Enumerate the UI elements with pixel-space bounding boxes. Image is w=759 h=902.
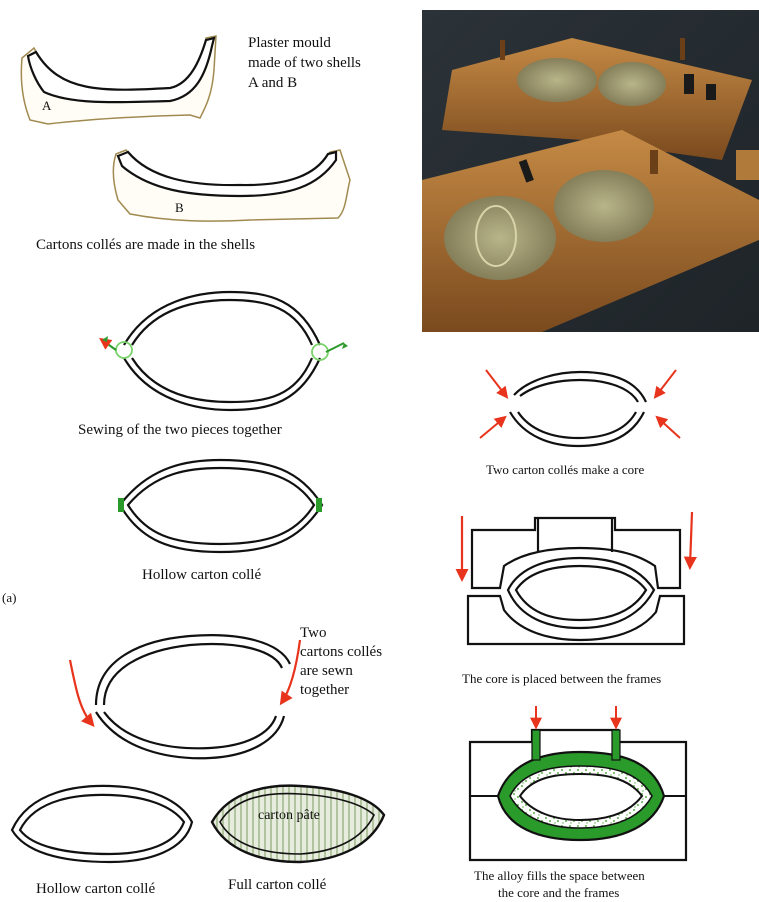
plaster-mould-line1: Plaster mould [248, 34, 331, 53]
plaster-mould-line2: made of two shells [248, 54, 361, 73]
cartons-in-shells-caption: Cartons collés are made in the shells [36, 236, 255, 255]
alloy-caption-line2: the core and the frames [498, 883, 619, 902]
sewn-line4: together [300, 681, 349, 700]
shell-b-label: B [175, 198, 184, 217]
hollow-carton-1 [118, 460, 322, 552]
hollow-carton-2 [12, 786, 192, 862]
mould-photo [422, 10, 759, 332]
frames-diagram [462, 512, 692, 644]
sewing-diagram [102, 292, 348, 410]
alloy-diagram [470, 706, 686, 860]
hollow-caption-1: Hollow carton collé [142, 566, 261, 585]
shell-b [113, 150, 350, 221]
plaster-mould-line3: A and B [248, 74, 297, 93]
shell-a-label: A [42, 96, 51, 115]
core-caption: Two carton collés make a core [486, 460, 644, 479]
panel-a-label: (a) [2, 588, 16, 607]
sewn-line3: are sewn [300, 662, 353, 681]
core-diagram [480, 370, 680, 446]
hollow-caption-2: Hollow carton collé [36, 880, 155, 899]
placed-caption: The core is placed between the frames [462, 669, 661, 688]
carton-pate-label: carton pâte [258, 806, 320, 825]
sewing-caption: Sewing of the two pieces together [78, 421, 282, 440]
two-cartons-sewn [70, 635, 300, 758]
sewn-line1: Two [300, 624, 326, 643]
full-caption: Full carton collé [228, 876, 326, 895]
sewn-line2: cartons collés [300, 643, 382, 662]
